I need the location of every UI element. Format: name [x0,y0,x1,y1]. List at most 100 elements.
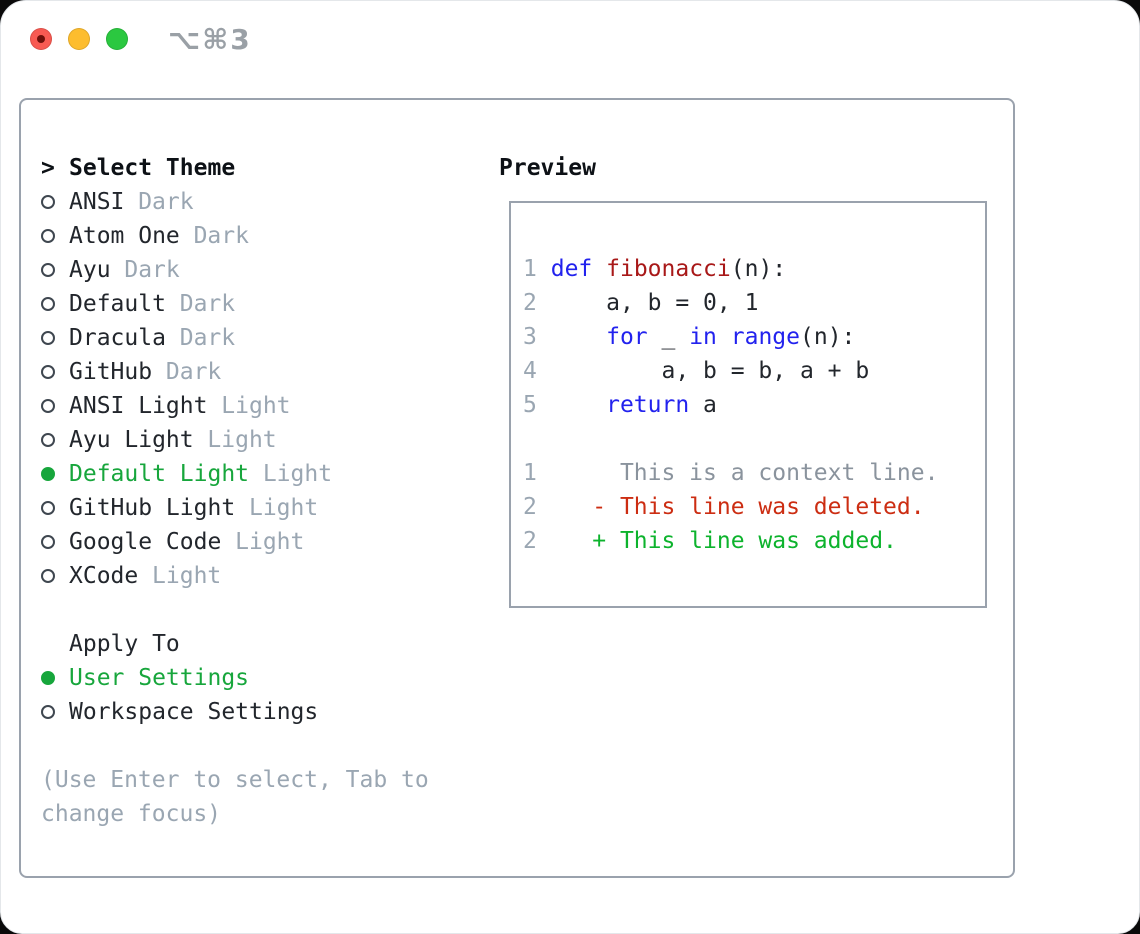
code-token: a [689,392,717,418]
code-token: 2 [523,494,537,520]
code-line [523,422,985,456]
theme-item[interactable]: Google Code Light [41,525,481,559]
theme-item[interactable]: Atom One Dark [41,219,481,253]
radio-icon-column [41,501,69,515]
code-line: 1 def fibonacci(n): [523,252,985,286]
theme-variant-label: Dark [165,359,222,385]
theme-name-label: GitHub Light [69,495,236,521]
code-token: return [606,392,690,418]
radio-icon-column [41,433,69,447]
theme-item[interactable]: GitHub Dark [41,355,481,389]
zoom-button-icon[interactable] [106,28,128,50]
theme-name-label: Default [69,291,166,317]
code-token: (n): [800,324,856,350]
radio-icon-column [41,195,69,209]
radio-icon [41,501,55,515]
code-token [537,392,606,418]
theme-name-label: XCode [69,563,139,589]
radio-icon [41,569,55,583]
radio-icon [41,433,55,447]
code-token: (n): [730,256,787,282]
apply-to-header: Apply To [41,627,481,661]
radio-icon [41,535,55,549]
code-token: range [730,324,801,350]
theme-item[interactable]: ANSI Light Light [41,389,481,423]
code-line: 3 for _ in range(n): [523,320,985,354]
radio-icon-column [41,331,69,345]
code-token: + This line was added. [536,528,897,554]
keyboard-hint: (Use Enter to select, Tab to change focu… [41,767,429,827]
radio-icon [41,297,55,311]
apply-option[interactable]: Workspace Settings [41,695,481,729]
apply-option[interactable]: User Settings [41,661,481,695]
apply-option-label: User Settings [69,665,250,691]
code-token [592,256,606,282]
close-button-icon[interactable] [30,28,52,50]
code-token: fibonacci [606,256,731,282]
traffic-lights [30,28,128,50]
theme-name-label: Ayu [69,257,111,283]
spacer [41,729,481,763]
code-token: 1 [523,256,537,282]
code-token: in [689,324,717,350]
radio-icon-column [41,569,69,583]
code-line: 2 a, b = 0, 1 [523,286,985,320]
preview-title: Preview [499,155,596,181]
theme-name-label: ANSI [69,189,125,215]
radio-icon [41,399,55,413]
code-token: 5 [523,392,537,418]
theme-variant-label: Light [235,529,305,555]
code-token: This is a context line. [536,460,939,486]
code-token: 3 [523,324,537,350]
theme-variant-label: Light [221,393,291,419]
radio-icon [41,331,55,345]
window-shortcut-label: ⌥⌘3 [168,23,252,56]
theme-name-label: Ayu Light [69,427,194,453]
theme-name-label: Atom One [69,223,180,249]
select-theme-header: > Select Theme [41,151,481,185]
code-token: 2 [523,528,537,554]
code-line: 4 a, b = b, a + b [523,354,985,388]
code-token [717,324,731,350]
theme-name-label: ANSI Light [69,393,208,419]
theme-variant-label: Dark [179,291,236,317]
spacer [41,593,481,627]
radio-icon-column [41,365,69,379]
theme-variant-label: Dark [179,325,236,351]
radio-icon [41,671,55,685]
theme-variant-label: Light [248,495,319,521]
theme-item[interactable]: Default Dark [41,287,481,321]
theme-variant-label: Dark [124,257,180,283]
code-token: 1 [523,460,537,486]
radio-icon-column [41,229,69,243]
theme-item[interactable]: Ayu Dark [41,253,481,287]
select-theme-title: Select Theme [69,155,236,181]
code-line: 2 + This line was added. [523,524,985,558]
theme-name-label: Default Light [69,461,250,487]
radio-icon-column [41,705,69,719]
theme-variant-label: Light [262,461,333,487]
theme-name-label: GitHub [69,359,153,385]
code-token [537,256,551,282]
radio-icon [41,229,55,243]
apply-option-label: Workspace Settings [69,699,319,725]
minimize-button-icon[interactable] [68,28,90,50]
radio-icon-column [41,399,69,413]
code-token: 4 [523,358,537,384]
theme-item[interactable]: Default Light Light [41,457,481,491]
code-token: a, b = b, a + b [536,358,870,384]
theme-name-label: Google Code [69,529,222,555]
theme-variant-label: Dark [193,223,249,249]
radio-icon-column [41,263,69,277]
theme-item[interactable]: GitHub Light Light [41,491,481,525]
code-line: 1 This is a context line. [523,456,985,490]
code-line: 5 return a [523,388,985,422]
